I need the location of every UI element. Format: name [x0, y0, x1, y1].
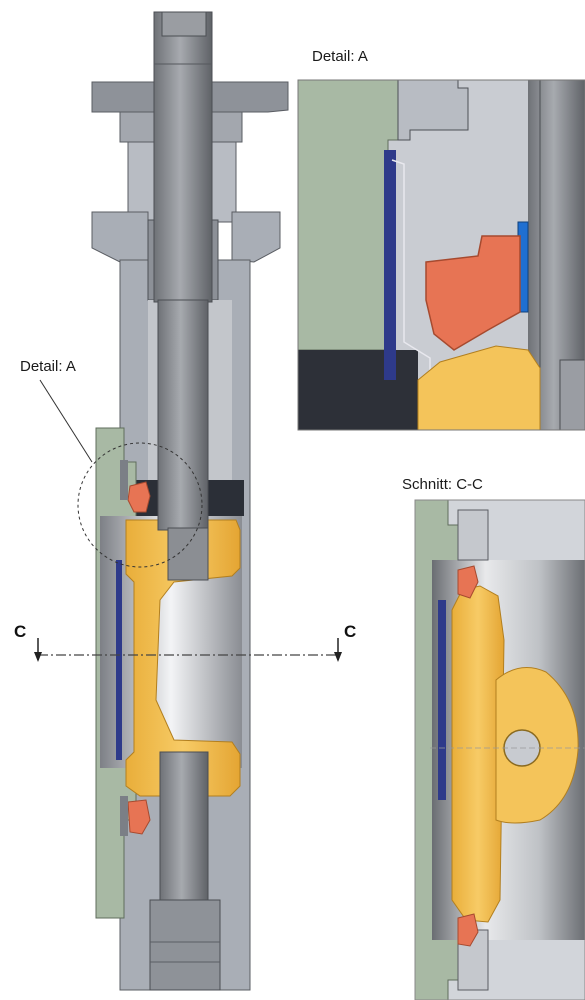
detail-a-leader: [39, 379, 93, 463]
cut-arrow-right: [334, 652, 342, 662]
stem-hub: [167, 527, 209, 581]
detail-a-title: Detail: A: [312, 48, 368, 65]
mounting-flange: [91, 211, 149, 263]
lower-trunnion: [159, 751, 209, 903]
upper-seal: [127, 481, 151, 513]
disc: [125, 519, 241, 797]
mounting-flange-right: [231, 211, 281, 263]
cut-marker-left: C: [14, 622, 27, 641]
upper-stem: [153, 11, 213, 303]
lower-seal: [127, 799, 151, 835]
stem-top: [161, 11, 207, 37]
main-assembly: [91, 11, 289, 991]
cut-arrow-left: [34, 652, 42, 662]
stem-lower-section: [157, 299, 209, 531]
detail-a-callout-label: Detail: A: [20, 358, 76, 375]
section-upper-seal: [457, 565, 479, 599]
detail-a-view: [297, 79, 585, 431]
detail-a-circle: [77, 442, 203, 568]
liner: [116, 560, 122, 760]
bottom-cap: [149, 899, 221, 991]
section-lower-seal: [457, 913, 479, 947]
section-cc-view: [414, 499, 585, 1000]
cut-marker-right: C: [344, 622, 357, 641]
detail-seal: [425, 235, 521, 351]
section-cc-title: Schnitt: C-C: [402, 476, 483, 493]
